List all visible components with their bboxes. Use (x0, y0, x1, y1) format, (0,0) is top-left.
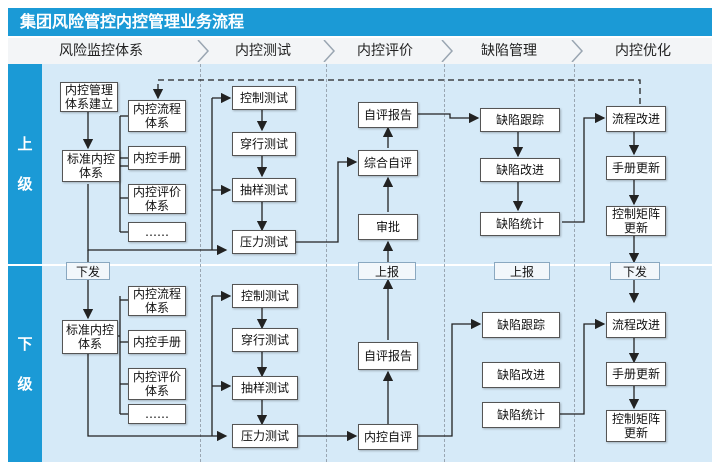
column-divider (326, 64, 327, 462)
box-defect-track: 缺陷跟踪 (480, 108, 560, 132)
column-control-testing: 内控测试 (235, 43, 291, 59)
box-process-system: 内控流程体系 (128, 100, 186, 132)
chevron-divider-icon (323, 40, 336, 62)
chevron-divider-icon (441, 40, 454, 62)
box-eval-system: 内控评价体系 (128, 184, 186, 214)
column-divider (574, 64, 575, 462)
box-defect-stat: 缺陷统计 (480, 212, 560, 236)
row-label-upper: 上 级 (8, 64, 42, 264)
box-manual: 内控手册 (128, 146, 186, 170)
box-stress-test-lower: 压力测试 (232, 424, 298, 448)
box-matrix-update: 控制矩阵更新 (606, 206, 666, 236)
box-sample-test: 抽样测试 (232, 178, 296, 202)
column-defect-management: 缺陷管理 (481, 43, 537, 59)
box-process-system-lower: 内控流程体系 (128, 286, 186, 316)
box-ellipsis: …… (128, 222, 186, 242)
box-manual-lower: 内控手册 (128, 330, 186, 354)
chevron-divider-icon (571, 40, 584, 62)
tag-report-defect: 上报 (494, 262, 550, 280)
box-eval-system-lower: 内控评价体系 (128, 368, 186, 400)
box-process-improve-lower: 流程改进 (606, 312, 666, 338)
box-approve: 审批 (358, 214, 418, 240)
diagram-title: 集团风险管控内控管理业务流程 (8, 8, 712, 36)
box-defect-track-lower: 缺陷跟踪 (482, 312, 560, 338)
box-manual-update: 手册更新 (606, 156, 666, 180)
box-self-report-lower: 自评报告 (358, 342, 418, 370)
tag-issue-opt: 下发 (610, 262, 660, 280)
box-matrix-update-lower: 控制矩阵更新 (606, 410, 666, 442)
box-standard-system-lower: 标准内控体系 (62, 320, 118, 354)
box-process-improve: 流程改进 (606, 106, 666, 132)
box-walk-test: 穿行测试 (232, 132, 296, 156)
box-ellipsis-lower: …… (128, 404, 186, 424)
box-comprehensive: 综合自评 (358, 150, 418, 176)
row-label-lower: 下 级 (8, 266, 42, 462)
tag-issue: 下发 (66, 262, 110, 280)
box-control-test-lower: 控制测试 (232, 284, 298, 308)
tag-report-eval: 上报 (358, 262, 416, 280)
chevron-divider-icon (197, 40, 210, 62)
box-control-test: 控制测试 (232, 86, 296, 110)
box-defect-improve-lower: 缺陷改进 (482, 362, 560, 388)
box-defect-stat-lower: 缺陷统计 (482, 402, 560, 428)
box-sample-test-lower: 抽样测试 (232, 376, 298, 400)
box-standard-system: 标准内控体系 (62, 150, 120, 182)
column-control-optimization: 内控优化 (615, 43, 671, 59)
column-control-evaluation: 内控评价 (357, 43, 413, 59)
box-walk-test-lower: 穿行测试 (232, 328, 298, 352)
box-self-report: 自评报告 (358, 102, 418, 128)
box-stress-test: 压力测试 (232, 230, 296, 254)
box-self-eval-lower: 内控自评 (358, 424, 418, 450)
box-defect-improve: 缺陷改进 (480, 158, 560, 182)
column-risk-monitoring: 风险监控体系 (59, 43, 143, 59)
column-divider (444, 64, 445, 462)
box-manual-update-lower: 手册更新 (606, 362, 666, 386)
box-system-build: 内控管理体系建立 (60, 82, 118, 112)
column-divider (200, 64, 201, 462)
